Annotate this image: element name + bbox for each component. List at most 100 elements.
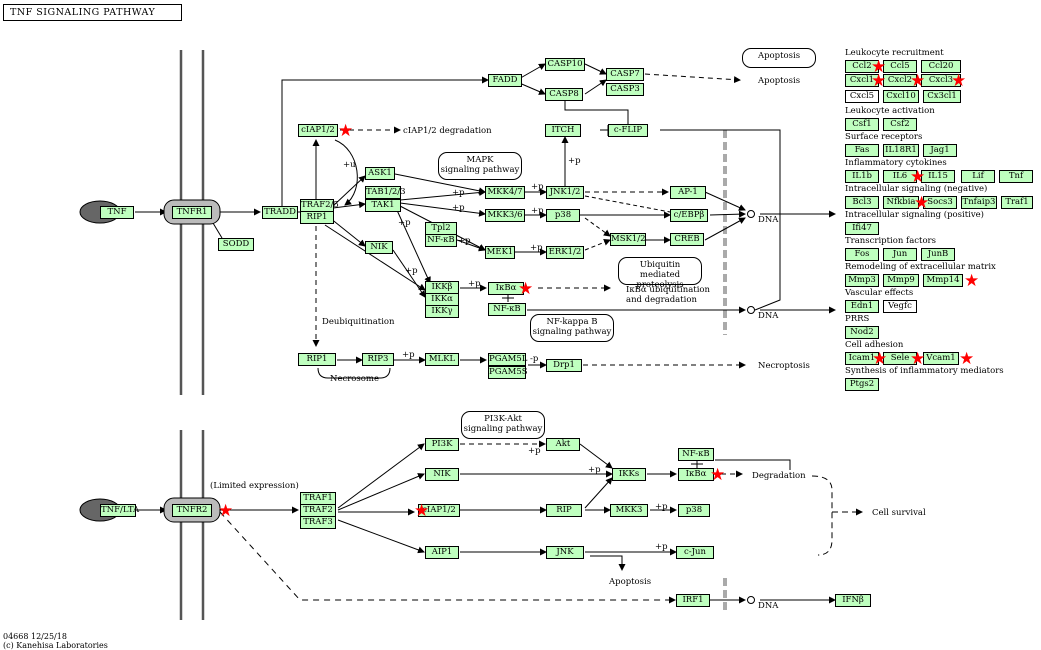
gene-ciap12-lower[interactable]: cIAP1/2 [418,504,460,517]
gene-mmp3[interactable]: Mmp3 [845,274,879,287]
gene-edn1[interactable]: Edn1 [845,300,879,313]
gene-aip1[interactable]: AIP1 [425,546,459,559]
gene-sele[interactable]: Sele [883,352,917,365]
gene-nik-lower[interactable]: NIK [425,468,459,481]
gene-vcam1[interactable]: Vcam1 [923,352,959,365]
gene-il6[interactable]: IL6 [883,170,917,183]
gene-mkk36[interactable]: MKK3/6 [485,209,525,222]
gene-fos[interactable]: Fos [845,248,879,261]
gene-ap1[interactable]: AP-1 [670,186,706,199]
gene-ifnb[interactable]: IFNβ [835,594,871,607]
gene-cxcl10[interactable]: Cxcl10 [883,90,919,103]
gene-ikkg[interactable]: IKKγ [425,305,459,318]
gene-rip3[interactable]: RIP3 [362,353,394,366]
gene-akt[interactable]: Akt [546,438,580,451]
gene-socs3[interactable]: Socs3 [923,196,957,209]
gene-ifi47[interactable]: Ifi47 [845,222,879,235]
gene-tnfr2[interactable]: TNFR2 [172,504,212,517]
gene-cxcl5[interactable]: Cxcl5 [845,90,879,103]
gene-drp1[interactable]: Drp1 [546,359,582,372]
gene-nfkb[interactable]: NF-κB [425,234,457,247]
gene-pi3k[interactable]: PI3K [425,438,459,451]
gene-ccl5[interactable]: Ccl5 [883,60,917,73]
gene-casp10[interactable]: CASP10 [545,58,585,71]
gene-ccl2[interactable]: Ccl2 [845,60,879,73]
gene-tnfr1[interactable]: TNFR1 [172,206,212,219]
gene-nfkb[interactable]: NF-κB [488,303,526,316]
gene-itch[interactable]: ITCH [545,124,581,137]
gene-nik[interactable]: NIK [365,241,393,254]
gene-tnfaip3[interactable]: Tnfaip3 [961,196,997,209]
gene-icam1[interactable]: Icam1 [845,352,879,365]
gene-casp3[interactable]: CASP3 [606,83,644,96]
gene-nfkb-lower[interactable]: NF-κB [678,448,714,461]
gene-cjun[interactable]: c-Jun [676,546,714,559]
gene-mkk3[interactable]: MKK3 [610,504,648,517]
gene-jnk12[interactable]: JNK1/2 [546,186,584,199]
gene-pgam5s[interactable]: PGAM5S [488,366,528,379]
gene-jnk[interactable]: JNK [546,546,584,559]
gene-fadd[interactable]: FADD [488,74,522,87]
label-dna: DNA [758,311,779,321]
gene-mkk47[interactable]: MKK4/7 [485,186,525,199]
map-apoptosis[interactable]: Apoptosis [742,48,816,68]
gene-traf1-output[interactable]: Traf1 [1001,196,1033,209]
gene-tnf-output[interactable]: Tnf [999,170,1033,183]
gene-rip[interactable]: RIP [546,504,582,517]
gene-rip1-necrosome[interactable]: RIP1 [298,353,336,366]
gene-ikba[interactable]: IκBα [488,282,524,295]
gene-vegfc[interactable]: Vegfc [883,300,917,313]
gene-irf1[interactable]: IRF1 [676,594,710,607]
gene-nfkbia[interactable]: Nfkbia [883,196,919,209]
gene-p38-lower[interactable]: p38 [678,504,710,517]
gene-casp8[interactable]: CASP8 [545,88,583,101]
gene-casp7[interactable]: CASP7 [606,68,644,81]
gene-jag1[interactable]: Jag1 [923,144,957,157]
gene-mmp9[interactable]: Mmp9 [883,274,919,287]
gene-sodd[interactable]: SODD [218,238,254,251]
gene-mmp14[interactable]: Mmp14 [923,274,963,287]
gene-cx3cl1[interactable]: Cx3cl1 [923,90,961,103]
gene-tak1[interactable]: TAK1 [365,199,401,212]
gene-ptgs2[interactable]: Ptgs2 [845,378,879,391]
gene-rip1[interactable]: RIP1 [300,211,334,224]
gene-il1b[interactable]: IL1b [845,170,879,183]
gene-cxcl3[interactable]: Cxcl3 [921,74,961,87]
gene-cebpb[interactable]: c/EBPβ [670,209,708,222]
gene-jun[interactable]: Jun [883,248,917,261]
gene-tradd[interactable]: TRADD [262,206,298,219]
gene-ciap12[interactable]: cIAP1/2 [298,124,338,137]
gene-lif[interactable]: Lif [961,170,995,183]
gene-pgam5l[interactable]: PGAM5L [488,353,528,366]
gene-creb[interactable]: CREB [670,233,704,246]
gene-traf3[interactable]: TRAF3 [300,516,336,529]
gene-cflip[interactable]: c-FLIP [608,124,648,137]
star-icon: ★ [951,71,967,91]
gene-ask1[interactable]: ASK1 [365,167,395,180]
gene-csf1[interactable]: Csf1 [845,118,879,131]
gene-p38[interactable]: p38 [546,209,580,222]
gene-tab123[interactable]: TAB1/2/3 [365,186,406,199]
gene-cxcl2[interactable]: Cxcl2 [883,74,917,87]
gene-ikks[interactable]: IKKs [612,468,646,481]
gene-il15[interactable]: IL15 [921,170,955,183]
gene-bcl3[interactable]: Bcl3 [845,196,879,209]
gene-ikba-lower[interactable]: IκBα [678,468,714,481]
gene-tnf-lta[interactable]: TNF/LTA [100,504,140,517]
gene-tnf[interactable]: TNF [100,206,134,219]
gene-nod2[interactable]: Nod2 [845,326,879,339]
gene-csf2[interactable]: Csf2 [883,118,917,131]
gene-junb[interactable]: JunB [921,248,955,261]
gene-erk12[interactable]: ERK1/2 [546,246,584,259]
gene-mlkl[interactable]: MLKL [425,353,459,366]
gene-cxcl1[interactable]: Cxcl1 [845,74,879,87]
gene-mek1[interactable]: MEK1 [485,246,515,259]
gene-msk12[interactable]: MSK1/2 [610,233,646,246]
gene-ccl20[interactable]: Ccl20 [921,60,961,73]
gene-il18r1[interactable]: IL18R1 [883,144,919,157]
gene-fas[interactable]: Fas [845,144,879,157]
